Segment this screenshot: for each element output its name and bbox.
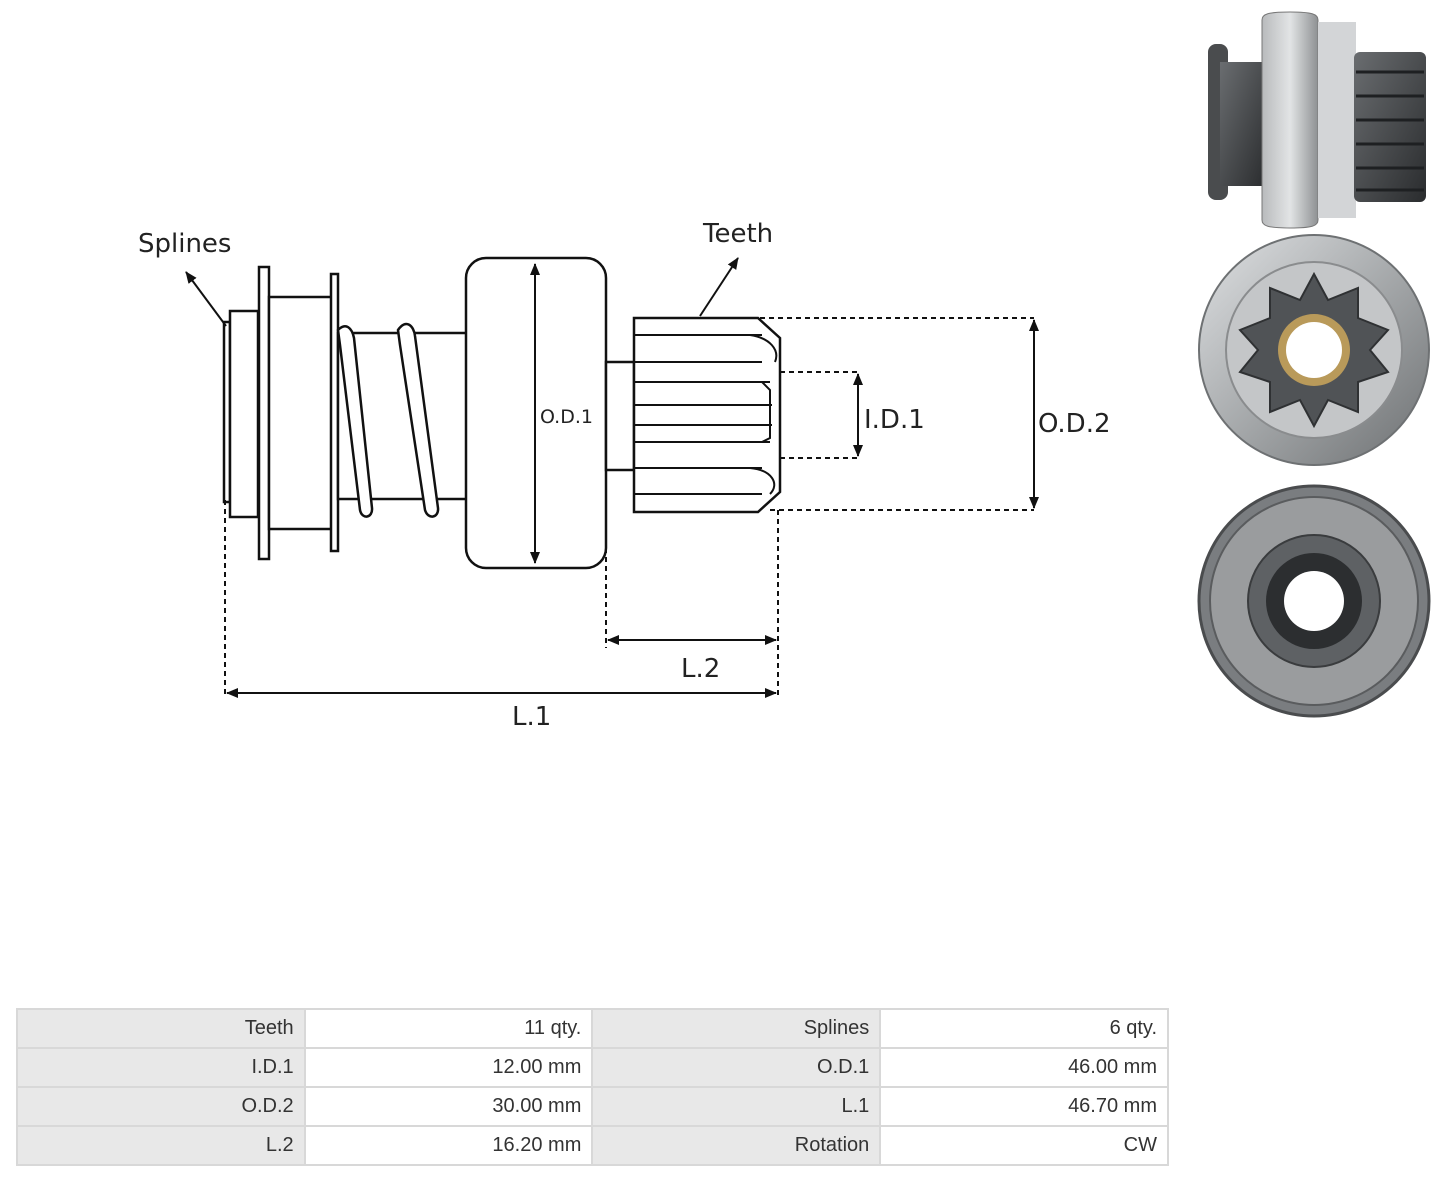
spec-value: 12.00 mm [305,1049,592,1086]
spec-value: 11 qty. [305,1010,592,1047]
spec-value: 30.00 mm [305,1088,592,1125]
label-l2: L.2 [681,654,720,684]
starter-drive-pinion-photo [1198,234,1430,466]
flange-plate-outer [257,265,271,561]
spec-label: L.1 [593,1088,880,1125]
starter-drive-diagram: Splines Teeth O.D.1 I.D.1 O.D.2 L.2 L.1 [138,11,1431,732]
spec-label: L.2 [18,1127,304,1164]
spec-value: CW [881,1127,1167,1164]
spec-value: 16.20 mm [305,1127,592,1164]
spec-label: O.D.1 [593,1049,880,1086]
table-row: Teeth 11 qty. Splines 6 qty. [18,1010,1167,1047]
spline-hub [228,309,260,519]
pinion-teeth-detail [634,334,778,495]
table-row: L.2 16.20 mm Rotation CW [18,1127,1167,1164]
spec-value: 46.70 mm [881,1088,1167,1125]
spec-label: I.D.1 [18,1049,304,1086]
label-teeth: Teeth [702,219,773,249]
spring-coil-2 [396,322,440,518]
specifications-table: Teeth 11 qty. Splines 6 qty. I.D.1 12.00… [16,1008,1169,1166]
label-od2: O.D.2 [1038,409,1111,439]
pinion-neck [604,360,636,472]
drive-line-drawing [222,256,782,570]
spec-value: 6 qty. [881,1010,1167,1047]
spec-label: Rotation [593,1127,880,1164]
label-id1: I.D.1 [864,405,925,435]
label-l1: L.1 [512,702,551,732]
spring-coil-1 [336,325,374,518]
table-row: I.D.1 12.00 mm O.D.1 46.00 mm [18,1049,1167,1086]
dimension-lines [185,257,1039,698]
table-row: O.D.2 30.00 mm L.1 46.70 mm [18,1088,1167,1125]
spec-label: Teeth [18,1010,304,1047]
pinion-gear [632,316,782,514]
teeth-leader-arrow [699,257,739,317]
label-od1: O.D.1 [540,406,593,428]
starter-drive-side-photo [1208,11,1426,229]
starter-drive-clutch-photo [1197,484,1431,718]
splines-leader-arrow [185,271,227,327]
spec-value: 46.00 mm [881,1049,1167,1086]
spec-label: O.D.2 [18,1088,304,1125]
label-splines: Splines [138,229,231,259]
spec-label: Splines [593,1010,880,1047]
clutch-sleeve [267,295,335,531]
